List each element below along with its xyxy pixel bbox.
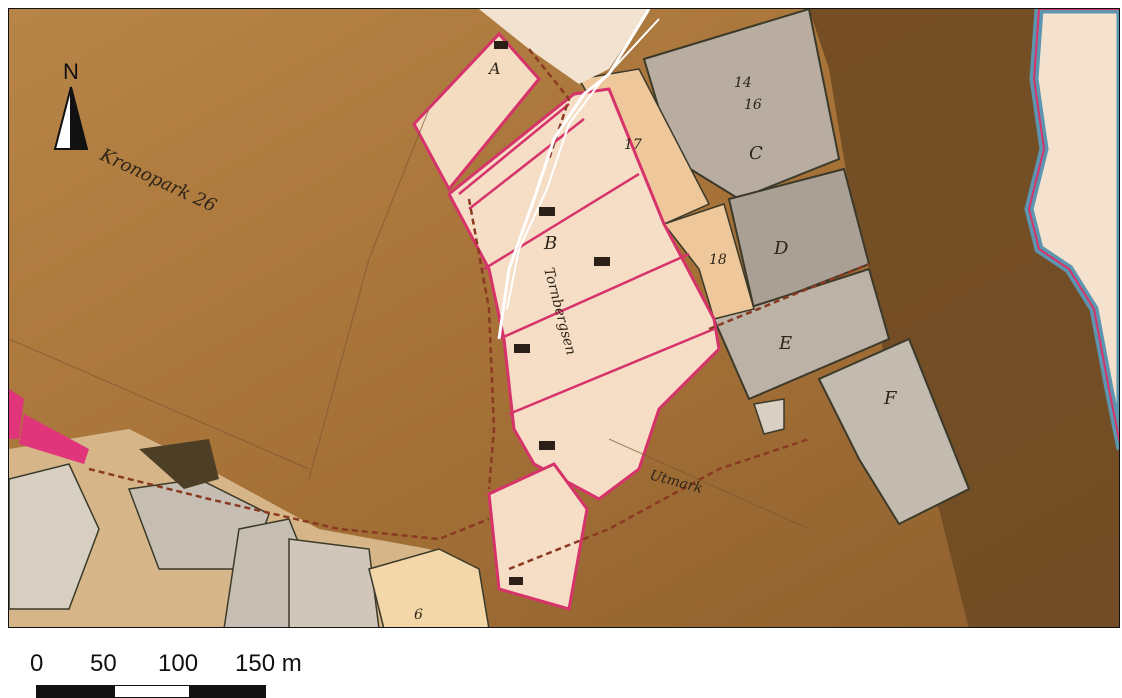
- road-network: [88, 48, 870, 571]
- north-arrow-icon: [53, 86, 89, 150]
- north-arrow: N: [49, 59, 93, 159]
- north-label: N: [63, 59, 79, 84]
- scale-segment-3: [190, 685, 266, 698]
- field-tracks: [9, 108, 810, 530]
- svg-text:F: F: [883, 388, 898, 409]
- farm-markers: [494, 41, 610, 585]
- pink-parcel-west-edge: [9, 389, 24, 439]
- svg-text:D: D: [773, 238, 789, 259]
- svg-text:18: 18: [709, 252, 727, 268]
- scale-label-50: 50: [90, 650, 117, 677]
- svg-text:E: E: [778, 333, 792, 354]
- dark-plot: [139, 439, 219, 489]
- scale-bar: 0 50 100 150 m: [30, 650, 330, 698]
- svg-text:A: A: [487, 59, 501, 78]
- svg-text:14: 14: [734, 75, 752, 91]
- meadow-parcel-f: [817, 337, 971, 526]
- parcel-a-north: [412, 31, 541, 192]
- meadow-parcel-e: [712, 267, 891, 401]
- svg-text:B: B: [543, 233, 557, 254]
- digitized-path-line-2: [506, 18, 660, 310]
- historical-map-image: Kronopark 26 Tornbergsen Utmark A B C D …: [9, 9, 1119, 627]
- pink-parcel-small: [19, 414, 89, 464]
- village-parcel-west: [9, 463, 100, 610]
- top-clearing: [479, 9, 649, 84]
- village-parcel-e: [288, 538, 380, 627]
- small-meadow-parcel: [753, 398, 785, 435]
- scale-label-150: 150 m: [235, 650, 302, 677]
- parcel-south: [487, 462, 589, 611]
- svg-text:6: 6: [414, 607, 423, 623]
- field-parcel-18: [662, 203, 755, 320]
- scale-segment-1: [36, 685, 114, 698]
- svg-text:16: 16: [744, 97, 762, 113]
- map-canvas[interactable]: Kronopark 26 Tornbergsen Utmark A B C D …: [8, 8, 1120, 628]
- svg-text:17: 17: [624, 137, 642, 153]
- scale-label-0: 0: [30, 650, 44, 677]
- farmland-tornbergsen: [447, 87, 721, 501]
- svg-text:C: C: [749, 143, 763, 164]
- scale-label-100: 100: [158, 650, 199, 677]
- scale-segment-2: [114, 685, 190, 698]
- village-parcel-6: [368, 548, 490, 627]
- lake-shore-line: [1027, 9, 1119, 445]
